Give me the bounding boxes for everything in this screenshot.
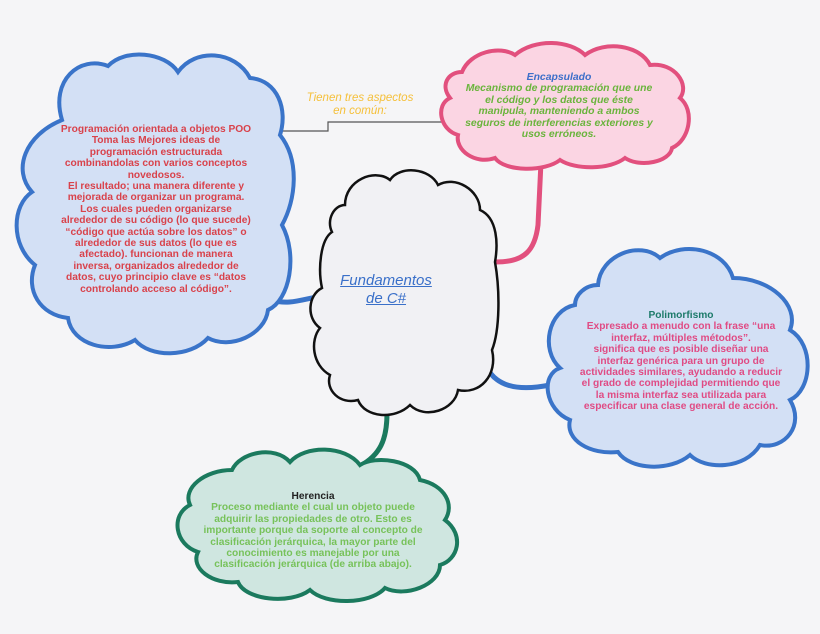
poo-cloud-shape bbox=[14, 52, 296, 356]
polimorfismo-node[interactable]: Polimorfismo Expresado a menudo con la f… bbox=[570, 310, 792, 413]
encapsulado-node-body: Mecanismo de programación que une el cód… bbox=[465, 83, 653, 141]
annotation-text: Tienen tres aspectos en común: bbox=[290, 92, 430, 118]
annotation-line-1: Tienen tres aspectos bbox=[306, 92, 414, 104]
polimorfismo-node-body: Expresado a menudo con la frase “una int… bbox=[579, 321, 783, 413]
center-node-title[interactable]: Fundamentos de C# bbox=[322, 272, 450, 308]
polimorfismo-node-title: Polimorfismo bbox=[648, 310, 714, 321]
center-title-line-1: Fundamentos bbox=[340, 272, 432, 289]
encapsulado-node-title: Encapsulado bbox=[526, 72, 592, 83]
herencia-node-title: Herencia bbox=[291, 491, 335, 502]
herencia-cloud-shape bbox=[175, 447, 460, 603]
poo-node[interactable]: Programación orientada a objetos POO Tom… bbox=[40, 124, 272, 295]
center-cloud-shape bbox=[309, 169, 500, 417]
poo-node-body: Programación orientada a objetos POO Tom… bbox=[60, 124, 252, 295]
connector-center-polimorfismo bbox=[483, 363, 553, 391]
herencia-node[interactable]: Herencia Proceso mediante el cual un obj… bbox=[196, 491, 430, 571]
annotation-leader-line bbox=[275, 121, 448, 132]
encapsulado-node[interactable]: Encapsulado Mecanismo de programación qu… bbox=[455, 72, 663, 140]
center-title-line-2: de C# bbox=[365, 290, 407, 307]
connector-center-encapsulado bbox=[493, 159, 544, 265]
herencia-node-body: Proceso mediante el cual un objeto puede… bbox=[203, 502, 423, 571]
encapsulado-cloud-shape bbox=[439, 41, 691, 171]
annotation-line-2: en común: bbox=[333, 105, 387, 117]
polimorfismo-cloud-shape bbox=[545, 246, 810, 469]
